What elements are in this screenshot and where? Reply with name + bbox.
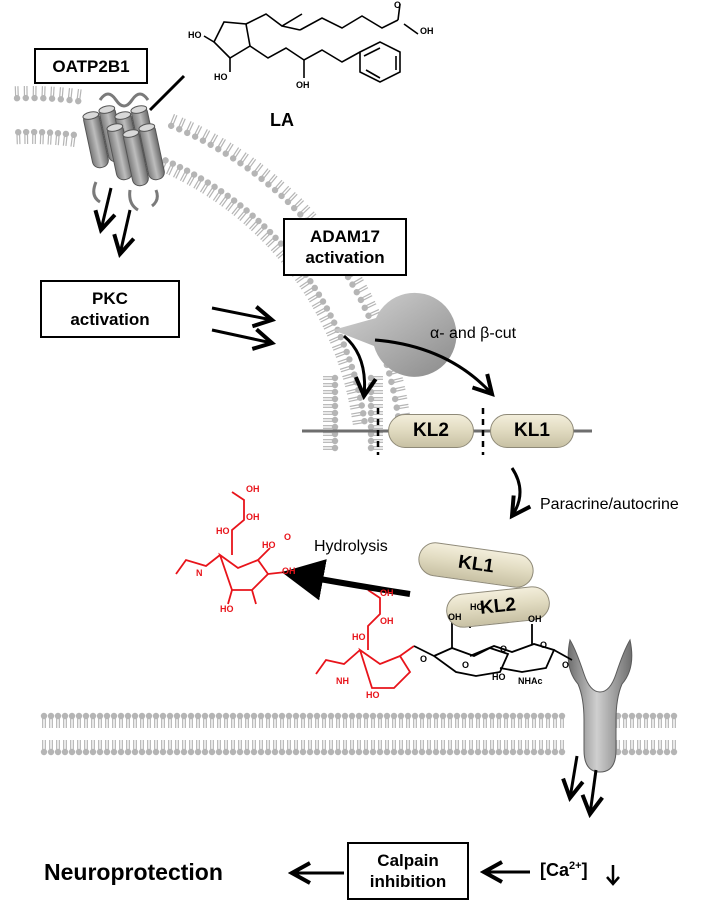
kl1-domain: KL1 — [490, 414, 574, 448]
la-chain-oh: OH — [296, 80, 310, 90]
gly-o5: O — [562, 660, 570, 670]
sia-free-oh3: OH — [282, 566, 296, 576]
adam17-box-line2: activation — [305, 248, 385, 267]
soluble-kl2-label: KL2 — [478, 594, 517, 619]
la-ring-ho-top: HO — [188, 30, 202, 40]
soluble-kl1-label: KL1 — [456, 551, 496, 578]
la-cooh-oh: OH — [420, 26, 434, 36]
kl1-domain-label: KL1 — [514, 420, 550, 441]
pkc-box-line1: PKC — [92, 289, 128, 308]
calcium-suffix: ] — [581, 860, 588, 880]
gly-nhac: NHAc — [518, 676, 543, 686]
gly-oh2: OH — [380, 616, 394, 626]
la-carbonyl-o: O — [394, 0, 402, 10]
gly-o2: O — [462, 660, 470, 670]
gly-oh1: OH — [380, 588, 394, 598]
adam17-box: ADAM17 activation — [283, 218, 407, 276]
gly-oh4: OH — [528, 614, 542, 624]
sia-free-cooh: HO — [262, 540, 276, 550]
arrow-kl-release — [512, 467, 520, 516]
ligand-label: LA — [270, 110, 294, 130]
latanoprost-structure — [203, 3, 419, 83]
gly-ho3: HO — [366, 690, 380, 700]
oatp2b1-box: OATP2B1 — [34, 48, 148, 84]
arrow-receptor-calcium-1 — [570, 755, 577, 798]
arrow-receptor-calcium-2 — [590, 769, 596, 814]
sia-free-oh2: OH — [246, 512, 260, 522]
calcium-label: [Ca2+] — [540, 860, 588, 881]
pkc-box-line2: activation — [70, 310, 150, 329]
sia-free-ho2: HO — [220, 604, 234, 614]
gly-ho2: HO — [470, 602, 484, 612]
plasma-membrane-bottom — [40, 712, 678, 756]
arrows — [101, 187, 596, 873]
free-sialic-acid-structure — [175, 491, 287, 605]
arrow-pkc-adam17-1 — [211, 308, 272, 320]
kl2-domain: KL2 — [388, 414, 474, 448]
cut-label: α- and β-cut — [430, 325, 517, 342]
arrow-transporter-pkc-1 — [101, 187, 111, 230]
calcium-superscript: 2+ — [569, 860, 582, 872]
calpain-box: Calpain inhibition — [347, 842, 469, 900]
gly-nh: NH — [336, 676, 349, 686]
receptor-icon — [567, 638, 633, 773]
calcium-prefix: [Ca — [540, 860, 570, 880]
gly-ho4: HO — [492, 672, 506, 682]
calpain-box-line2: inhibition — [369, 872, 447, 891]
la-ring-ho-bottom: HO — [214, 72, 228, 82]
ligand-pointer — [148, 74, 186, 112]
pkc-box: PKC activation — [40, 280, 180, 338]
sia-free-ho: HO — [216, 526, 230, 536]
gly-o3: O — [500, 644, 508, 654]
plasma-membrane-stub — [323, 374, 383, 452]
kl2-domain-label: KL2 — [413, 420, 449, 441]
arrow-adam17-alpha-cut — [343, 334, 365, 396]
sia-free-o: O — [284, 532, 292, 542]
gly-oh3: OH — [448, 612, 462, 622]
calcium-decrease-arrow-icon — [606, 865, 620, 886]
gly-o1: O — [420, 654, 428, 664]
sia-free-oh1: OH — [246, 484, 260, 494]
neuroprotection-label: Neuroprotection — [44, 859, 223, 885]
adam17-enzyme-icon — [333, 292, 457, 377]
arrow-hydrolysis — [281, 559, 411, 601]
arrow-transporter-pkc-2 — [120, 209, 130, 254]
hydrolysis-label: Hydrolysis — [314, 538, 388, 555]
ganglioside-glycan-structure — [315, 589, 573, 689]
oatp2b1-label: OATP2B1 — [52, 56, 130, 76]
arrow-adam17-beta-cut — [374, 338, 492, 394]
arrow-pkc-adam17-2 — [211, 330, 272, 343]
paracrine-label: Paracrine/autocrine — [540, 496, 679, 513]
gly-o4: O — [540, 640, 548, 650]
oatp2b1-transporter-icon — [82, 92, 165, 212]
adam17-box-line1: ADAM17 — [310, 227, 380, 246]
membrane-layers — [13, 86, 678, 756]
calpain-box-line1: Calpain — [377, 851, 439, 870]
gly-ho1: HO — [352, 632, 366, 642]
sia-free-n: N — [196, 568, 203, 578]
